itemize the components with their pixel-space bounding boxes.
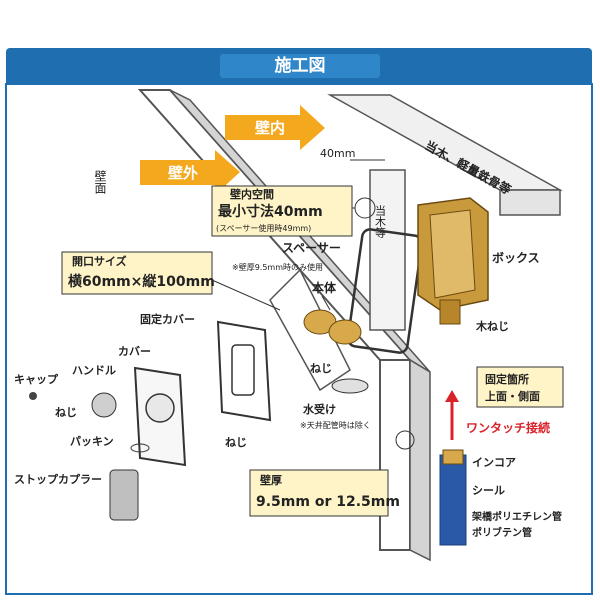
cover-label: カバー xyxy=(118,345,151,358)
opening-callout: 開口サイズ 横60mm×縦100mm xyxy=(61,251,281,311)
screw-label-2: ねじ xyxy=(310,362,332,375)
spacer: スペーサー ※壁厚9.5mm時のみ使用 xyxy=(232,228,423,354)
space-callout: 壁内空間 最小寸法40mm (スペーサー使用時49mm) xyxy=(211,185,376,237)
pipe-label-1: 架橋ポリエチレン管 xyxy=(471,510,562,523)
water-receiver-label: 水受け xyxy=(303,402,336,416)
screw-label-1: ねじ xyxy=(55,406,77,419)
diagram-frame xyxy=(5,83,593,595)
seal-label: シール xyxy=(472,484,505,497)
screw-label-3: ねじ xyxy=(225,436,247,449)
water-note: ※天井配管時は除く xyxy=(300,420,371,430)
incore-label: インコア xyxy=(472,456,516,469)
wood-screw: 木ねじ xyxy=(475,319,509,333)
inner-wall-arrow: 壁内 xyxy=(225,105,325,150)
box: ボックス xyxy=(417,197,540,325)
screw-group: ねじ ねじ ねじ xyxy=(55,362,332,449)
handle-label: ハンドル xyxy=(72,364,116,377)
stud-beam xyxy=(327,94,563,331)
opening-title: 開口サイズ xyxy=(72,254,127,268)
wall-surface-label: 壁面 xyxy=(93,169,107,194)
one-touch-label: ワンタッチ接続 xyxy=(466,420,550,435)
fixing-points-label-2: 上面・側面 xyxy=(485,389,540,403)
outer-wall-arrow: 壁外 xyxy=(140,150,240,195)
gap-dimension: 40mm xyxy=(320,147,385,161)
cap-label: キャップ xyxy=(14,372,59,386)
box-label: ボックス xyxy=(492,250,540,265)
packing-label: パッキン xyxy=(70,435,114,448)
fixing-points-callout: 固定箇所 上面・側面 xyxy=(476,366,564,408)
body-part: 本体 xyxy=(303,280,362,345)
body-label: 本体 xyxy=(312,280,337,295)
pipe: インコア シール 架橋ポリエチレン管 ポリブテン管 xyxy=(439,449,562,546)
wall-thickness-title: 壁厚 xyxy=(260,473,282,487)
inner-wall-label: 壁内 xyxy=(255,119,285,137)
packing: パッキン xyxy=(70,435,150,453)
space-title: 壁内空間 xyxy=(230,187,274,201)
page-title: 施工図 xyxy=(220,54,380,78)
fixing-cover: 固定カバー xyxy=(140,312,272,422)
water-receiver: 水受け ※天井配管時は除く xyxy=(300,378,371,430)
wood-screw-label: 木ねじ xyxy=(475,319,509,333)
gap-40-label: 40mm xyxy=(320,147,355,160)
handle: ハンドル xyxy=(72,364,117,418)
stop-coupler: ストップカプラー xyxy=(14,469,139,521)
stop-coupler-label: ストップカプラー xyxy=(14,472,102,486)
wall-thickness-value: 9.5mm or 12.5mm xyxy=(256,494,400,510)
outer-wall-label: 壁外 xyxy=(168,164,198,182)
fixing-points-label: 固定箇所 xyxy=(485,372,529,386)
wall-thickness-callout: 壁厚 9.5mm or 12.5mm xyxy=(249,430,415,517)
pipe-label-2: ポリブテン管 xyxy=(472,526,532,539)
cap: キャップ xyxy=(14,372,59,400)
one-touch: ワンタッチ接続 xyxy=(445,390,550,440)
fixing-cover-label: 固定カバー xyxy=(140,312,195,326)
cover: カバー xyxy=(118,345,187,467)
space-note: (スペーサー使用時49mm) xyxy=(216,223,311,233)
spacer-label: スペーサー xyxy=(282,241,341,255)
spacer-note: ※壁厚9.5mm時のみ使用 xyxy=(232,262,323,272)
opening-size: 横60mm×縦100mm xyxy=(68,273,215,290)
space-min: 最小寸法40mm xyxy=(218,203,323,220)
